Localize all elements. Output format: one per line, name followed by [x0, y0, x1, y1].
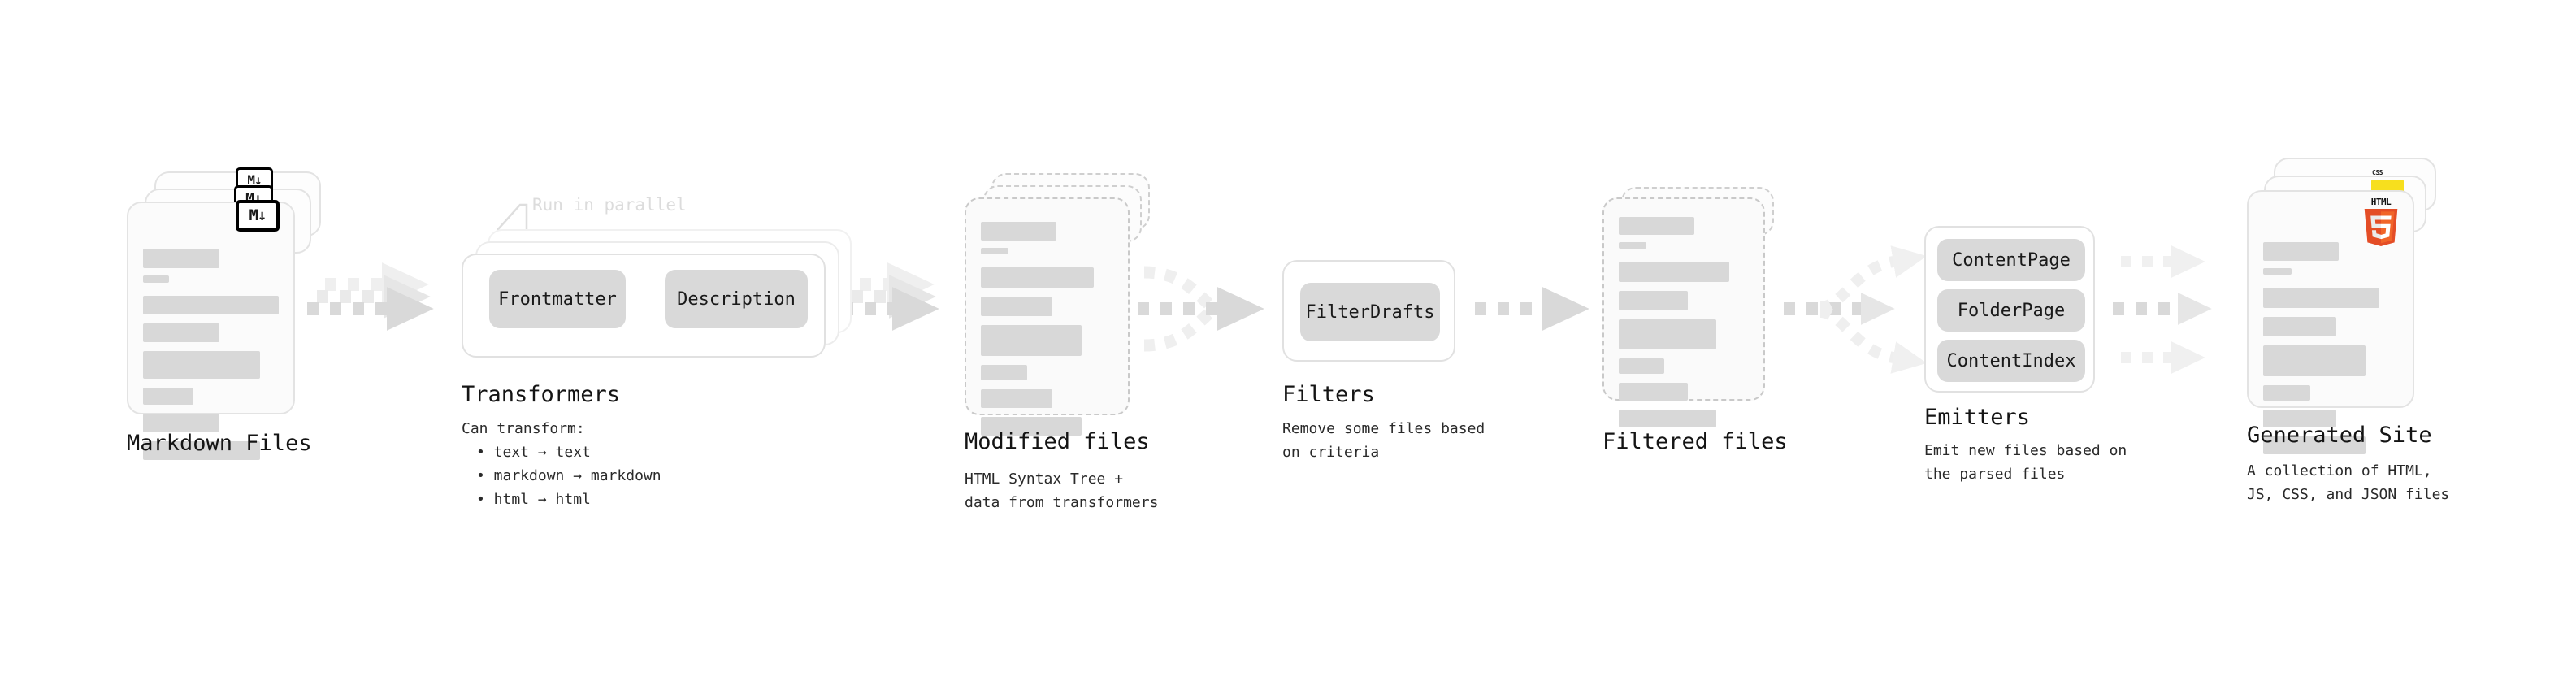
arrow-modified-to-filters [1138, 266, 1264, 352]
emitters-panel: ContentPage FolderPage ContentIndex [1924, 226, 2095, 393]
css-badge-label: CSS [2372, 169, 2383, 176]
doc-line [1619, 410, 1716, 427]
doc-line [1619, 319, 1716, 349]
doc-line [2263, 345, 2366, 376]
generated-site-description: A collection of HTML, JS, CSS, and JSON … [2247, 462, 2450, 503]
filtered-files-caption: Filtered files [1602, 429, 1788, 454]
filtered-card-lines [1619, 217, 1749, 436]
doc-line [143, 296, 279, 314]
filtered-card-front [1602, 197, 1765, 427]
doc-line [981, 267, 1094, 288]
emitters-caption: Emitters [1924, 405, 2031, 430]
transformers-bullet-1: • markdown → markdown [476, 467, 661, 484]
doc-line [981, 248, 1009, 254]
doc-line [143, 275, 169, 283]
arrow-filtered-to-emitters [1784, 245, 1928, 374]
doc-line [2263, 242, 2339, 261]
doc-line [981, 389, 1053, 408]
doc-line [143, 388, 193, 405]
markdown-badge-icon: M↓ [236, 200, 280, 232]
modified-files-description: HTML Syntax Tree + data from transformer… [965, 471, 1159, 511]
doc-line [981, 325, 1082, 356]
transformers-caption: Transformers [462, 382, 621, 407]
doc-line [1619, 291, 1688, 310]
transformer-node-description[interactable]: Description [665, 270, 808, 328]
doc-line [1619, 358, 1664, 374]
doc-line [2263, 288, 2379, 308]
emitter-node-contentindex[interactable]: ContentIndex [1937, 340, 2085, 382]
doc-line [1619, 383, 1688, 401]
markdown-card-lines [143, 249, 279, 469]
doc-line [2263, 317, 2336, 336]
transformers-bullet-0: • text → text [476, 444, 591, 461]
doc-line [143, 414, 219, 432]
filters-description: Remove some files based on criteria [1282, 420, 1485, 461]
markdown-files-caption: Markdown Files [127, 431, 312, 456]
filters-caption: Filters [1282, 382, 1375, 407]
html5-badge-icon: HTML [2362, 197, 2400, 246]
filter-node-filterdrafts[interactable]: FilterDrafts [1300, 283, 1440, 341]
doc-line [981, 297, 1053, 316]
html5-badge-word: HTML [2370, 197, 2392, 207]
arrow-markdown-to-transformers [307, 262, 434, 331]
transformer-node-frontmatter[interactable]: Frontmatter [489, 270, 626, 328]
modified-files-caption: Modified files [965, 429, 1150, 454]
doc-line [143, 323, 219, 342]
doc-line [2263, 268, 2292, 275]
emitters-description: Emit new files based on the parsed files [1924, 442, 2127, 483]
doc-line [981, 222, 1056, 241]
modified-card-front [965, 197, 1130, 436]
markdown-card-front [127, 202, 295, 460]
site-card-lines [2263, 242, 2398, 463]
generated-site-caption: Generated Site [2247, 423, 2432, 448]
doc-line [143, 249, 219, 268]
doc-line [143, 441, 260, 460]
transformer-panel-front: Frontmatter Description [462, 254, 826, 358]
filters-panel: FilterDrafts [1282, 260, 1455, 362]
doc-line [143, 351, 260, 379]
doc-line [1619, 262, 1729, 282]
transformers-bullet-2: • html → html [476, 491, 591, 508]
doc-line [1619, 242, 1646, 249]
emitter-node-folderpage[interactable]: FolderPage [1937, 289, 2085, 332]
doc-line [1619, 217, 1694, 235]
doc-line [981, 365, 1028, 380]
doc-line [2263, 436, 2366, 454]
run-in-parallel-label: Run in parallel [532, 195, 687, 215]
emitter-node-contentpage[interactable]: ContentPage [1937, 239, 2085, 281]
transformers-description: Can transform: [462, 420, 585, 437]
arrow-emitters-to-site [2113, 245, 2212, 374]
doc-line [2263, 385, 2311, 401]
doc-line [981, 417, 1082, 436]
modified-card-lines [981, 222, 1113, 445]
doc-line [2263, 410, 2336, 427]
